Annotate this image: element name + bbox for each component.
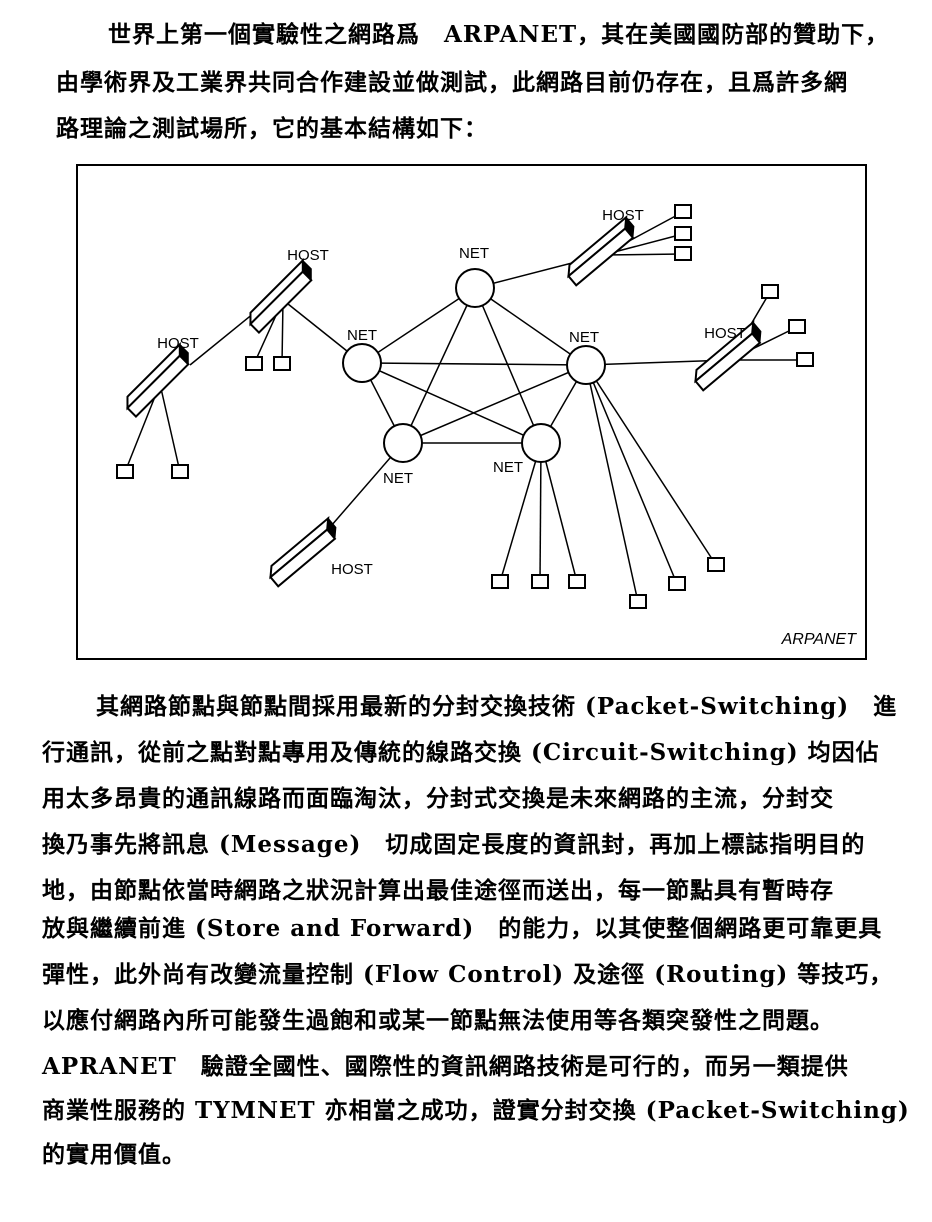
terminal-link [602,253,684,256]
net-node-icon [383,423,423,463]
terminal-icon [674,204,692,219]
host-label: HOST [331,561,373,578]
terminal-link [585,364,717,566]
terminal-link [539,442,542,583]
terminal-link [585,364,639,603]
text-line: 地，由節點依當時網路之狀況計算出最佳途徑而送出，每一節點具有暫時存 [42,877,834,904]
text-line: APRANET 驗證全國性、國際性的資訊網路技術是可行的，而另一類提供 [42,1053,849,1080]
terminal-icon [629,594,647,609]
terminal-link [281,299,284,365]
text-line: 放與繼續前進 (Store and Forward) 的能力，以其使整個網路更可… [42,915,883,942]
host-side [751,321,762,344]
host-label: HOST [157,335,199,352]
terminal-link [159,383,181,473]
net-label: NET [569,329,599,346]
terminal-icon [245,356,263,371]
host-label: HOST [602,207,644,224]
text-line: 世界上第一個實驗性之網路爲 ARPANET，其在美國國防部的贊助下， [108,21,890,48]
net-link [361,362,587,366]
host-side [179,343,189,366]
host-label: HOST [704,325,746,342]
terminal-link [585,364,678,585]
terminal-link [499,442,542,583]
terminal-icon [761,284,779,299]
terminal-icon [491,574,509,589]
host-side [302,259,312,282]
terminal-icon [707,557,725,572]
text-line: 以應付網路內所可能發生過飽和或某一節點無法使用等各類突發性之問題。 [42,1007,834,1034]
figure-caption: ARPANET [781,631,858,648]
terminal-icon [796,352,814,367]
net-link [474,287,542,444]
net-node-icon [566,345,606,385]
net-label: NET [493,459,523,476]
text-line: 的實用價值。 [42,1141,186,1168]
terminal-icon [116,464,134,479]
host-icon [694,319,762,392]
terminal-icon [674,226,692,241]
text-line: 換乃事先將訊息 (Message) 切成固定長度的資訊封，再加上標誌指明目的 [42,831,866,858]
text-line: 路理論之測試場所，它的基本結構如下： [56,115,488,142]
terminal-icon [668,576,686,591]
net-label: NET [347,327,377,344]
text-line: 行通訊，從前之點對點專用及傳統的線路交換 (Circuit-Switching)… [42,739,880,766]
terminal-link [540,442,578,583]
text-line: 由學術界及工業界共同合作建設並做測試，此網路目前仍存在，且爲許多網 [56,69,848,96]
net-node-icon [455,268,495,308]
host-side [624,216,635,239]
text-line: 商業性服務的 TYMNET 亦相當之成功，證實分封交換 (Packet-Swit… [42,1097,910,1124]
net-link [361,362,542,444]
figure-frame [76,164,867,660]
host-label: HOST [287,247,329,264]
net-label: NET [383,470,413,487]
arpanet-diagram: NET NET NET NET NET HOST HOST HOST HOST HOST ARPA… [76,164,867,660]
net-link [402,287,476,444]
net-node-icon [521,423,561,463]
host-icon [269,515,337,588]
host-icon [249,257,313,334]
terminal-icon [273,356,291,371]
terminal-icon [674,246,692,261]
text-line: 彈性，此外尚有改變流量控制 (Flow Control) 及途徑 (Routin… [42,961,894,988]
net-link [474,287,587,366]
net-link [361,287,476,364]
net-node-icon [342,343,382,383]
net-label: NET [459,245,489,262]
host-icon [567,214,635,287]
text-line: 用太多昂貴的通訊線路而面臨淘汰，分封式交換是未來網路的主流，分封交 [42,785,834,812]
text-line: 其網路節點與節點間採用最新的分封交換技術 (Packet-Switching) … [96,693,898,720]
terminal-icon [531,574,549,589]
terminal-icon [568,574,586,589]
terminal-icon [171,464,189,479]
host-side [326,517,337,540]
host-icon [126,341,190,418]
terminal-icon [788,319,806,334]
net-link [402,364,587,444]
